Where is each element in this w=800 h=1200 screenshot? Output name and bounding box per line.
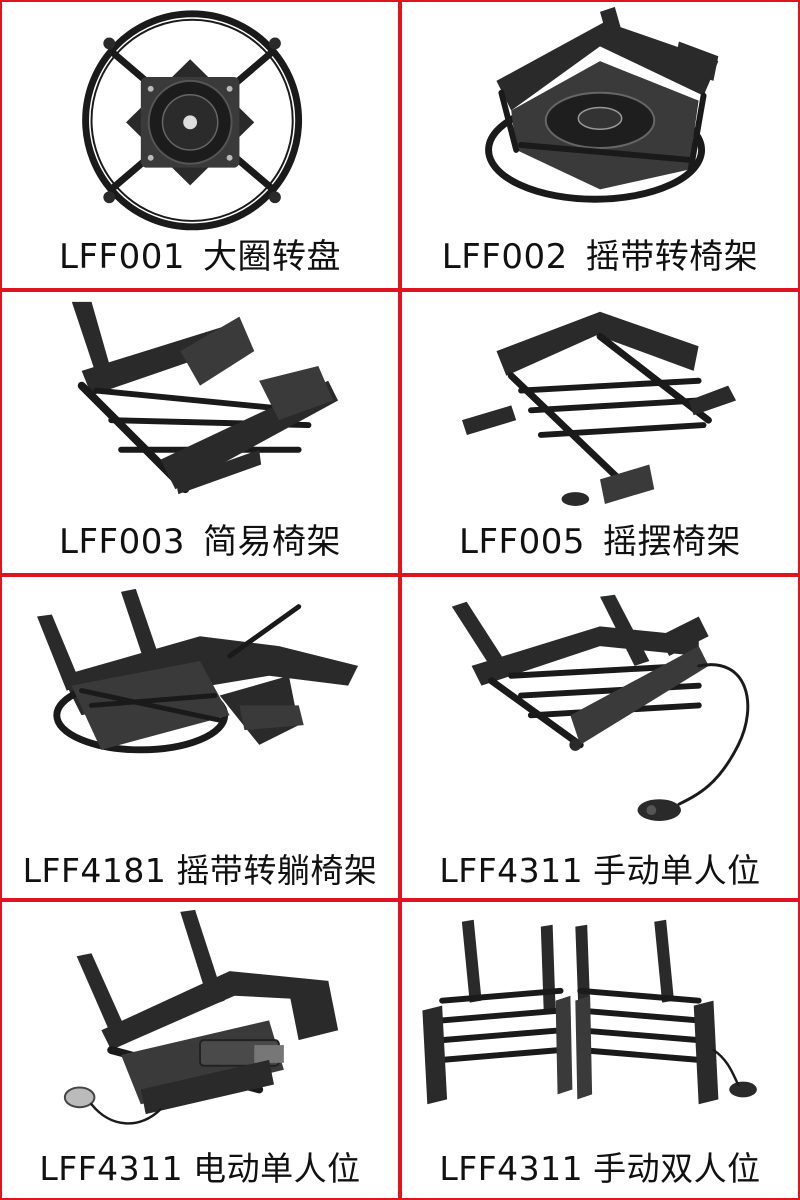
swivel-ring-plate-image [82,10,303,231]
product-name: 摇带转椅架 [585,237,759,277]
product-name: 摇摆椅架 [602,522,741,562]
power-single-recliner-image [63,909,339,1125]
product-code: LFF005 [459,522,585,562]
product-card-1[interactable]: LFF001 大圈转盘 [0,0,400,290]
product-caption: LFF003 简易椅架 [2,514,398,563]
product-code: LFF001 [59,237,185,277]
product-code: LFF002 [441,237,568,277]
product-name: 摇带转躺椅架 [176,851,378,890]
product-name: 电动单人位 [193,1149,361,1188]
product-name: 手动双人位 [593,1149,761,1188]
rocker-swivel-recliner-frame-image [37,588,359,754]
product-code: LFF4311 [439,851,584,890]
product-card-3[interactable]: LFF003 简易椅架 [0,290,400,575]
product-card-2[interactable]: LFF002 摇带转椅架 [400,0,800,290]
manual-double-recliner-image [422,919,757,1105]
product-code: LFF4311 [39,1149,184,1188]
rocker-swivel-frame-image [485,6,719,203]
product-name: 手动单人位 [593,851,761,890]
manual-single-recliner-image [451,594,750,821]
product-caption: LFF005 摇摆椅架 [402,514,798,563]
glider-chair-frame-image [461,311,737,506]
product-code: LFF003 [59,522,185,562]
product-code: LFF4311 [439,1149,584,1188]
product-code: LFF4181 [22,851,167,890]
product-name: 简易椅架 [202,522,341,562]
product-name: 大圈转盘 [202,237,341,277]
product-caption: LFF001 大圈转盘 [2,229,398,278]
product-caption: LFF002 摇带转椅架 [402,229,798,278]
product-card-4[interactable]: LFF005 摇摆椅架 [400,290,800,575]
simple-chair-frame-image [71,301,339,495]
